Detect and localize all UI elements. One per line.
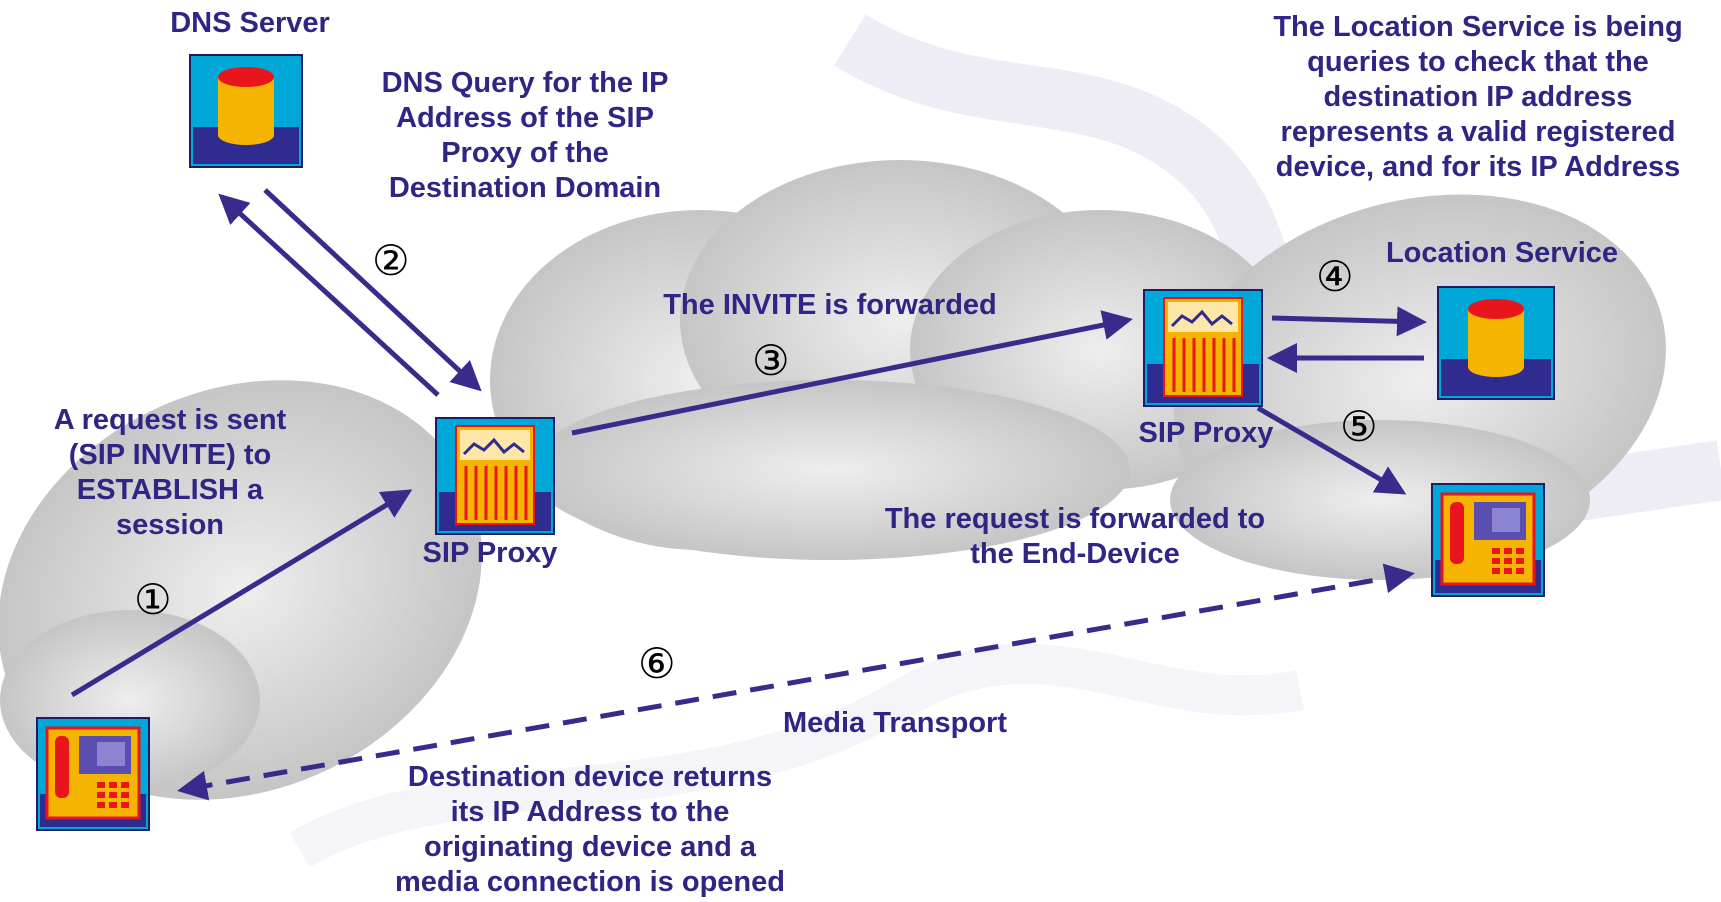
- label-sip-proxy-a: SIP Proxy: [422, 537, 558, 569]
- arrow-media-transport: [177, 563, 1415, 801]
- arrow-step-5: [1256, 405, 1407, 495]
- step-number-6: ⑥: [638, 639, 676, 688]
- arrows: [70, 188, 1427, 801]
- database-icon: [189, 54, 303, 168]
- label-location-note: The Location Service is being queries to…: [1273, 11, 1683, 183]
- label-request-sent: A request is sent (SIP INVITE) to ESTABL…: [53, 404, 287, 541]
- label-media-transport: Media Transport: [783, 707, 1007, 739]
- sip-proxy-icon: [435, 417, 555, 535]
- arrow-dns-response: [218, 193, 440, 397]
- phone-icon: [1431, 483, 1545, 597]
- arrow-step-3: [571, 310, 1133, 436]
- label-dns-server: DNS Server: [170, 7, 330, 39]
- sip-proxy-icon: [1143, 289, 1263, 407]
- phone-icon: [36, 717, 150, 831]
- step-number-5: ⑤: [1340, 402, 1378, 451]
- step-number-2: ②: [372, 236, 410, 285]
- arrow-location-query: [1271, 306, 1427, 337]
- step-number-4: ④: [1316, 252, 1354, 301]
- database-icon: [1437, 286, 1555, 400]
- label-sip-proxy-b: SIP Proxy: [1138, 417, 1274, 449]
- label-dns-query: DNS Query for the IP Address of the SIP …: [381, 67, 669, 204]
- label-location-service: Location Service: [1385, 237, 1619, 269]
- arrow-dns-query: [263, 188, 482, 392]
- label-invite-forwarded: The INVITE is forwarded: [663, 289, 997, 321]
- step-number-3: ③: [752, 336, 790, 385]
- label-returns-ip: Destination device returns its IP Addres…: [395, 761, 785, 898]
- label-forwarded-end-device: The request is forwarded to the End-Devi…: [884, 503, 1266, 570]
- step-number-1: ①: [134, 575, 172, 624]
